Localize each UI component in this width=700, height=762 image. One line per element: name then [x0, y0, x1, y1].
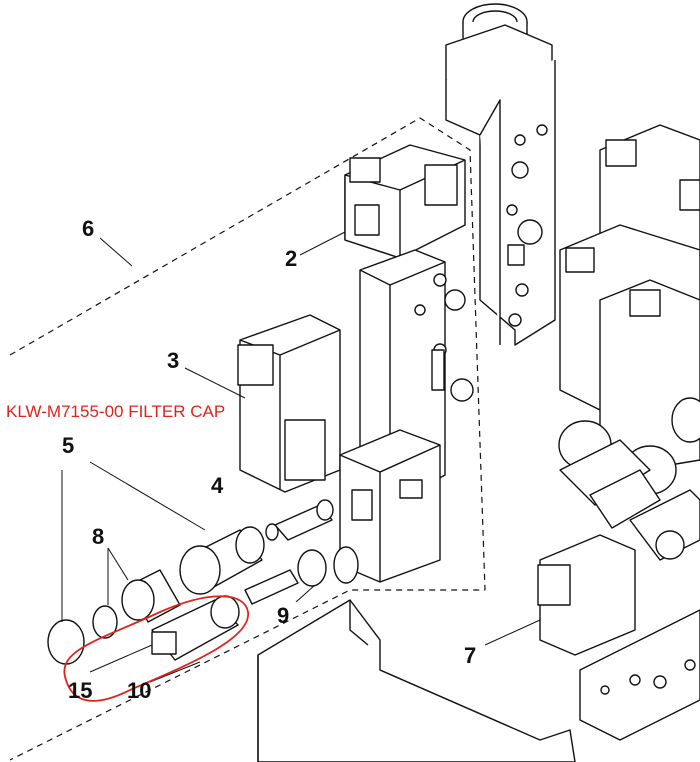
filter-body-part-5 [179, 526, 265, 595]
cover-plate [257, 599, 576, 762]
callout-4: 4 [211, 473, 224, 498]
part-annotation: KLW-M7155-00 FILTER CAP [6, 402, 226, 421]
solenoid-valve-3 [237, 314, 341, 493]
callout-15: 15 [68, 678, 93, 703]
solenoid-valve-2 [344, 144, 466, 259]
background-valve-bank [558, 124, 700, 561]
solenoid-valve-7 [537, 534, 700, 741]
callout-10: 10 [127, 678, 152, 703]
callout-9: 9 [277, 603, 290, 628]
callout-5: 5 [62, 433, 75, 458]
filter-cap-part-10 [151, 595, 240, 661]
leader-lines [61, 231, 541, 683]
fitting-part-4 [265, 499, 334, 541]
vertical-manifold-column [445, 3, 556, 346]
highlight-circle [63, 595, 249, 702]
tube-part-9 [244, 546, 359, 605]
callout-2: 2 [285, 246, 298, 271]
lower-manifold-block [339, 429, 441, 583]
callout-3: 3 [167, 348, 180, 373]
cap-part-15 [47, 619, 85, 665]
callout-6: 6 [82, 216, 95, 241]
assembly-boundary [9, 117, 486, 761]
callout-7: 7 [464, 643, 477, 668]
callout-8: 8 [92, 524, 105, 549]
